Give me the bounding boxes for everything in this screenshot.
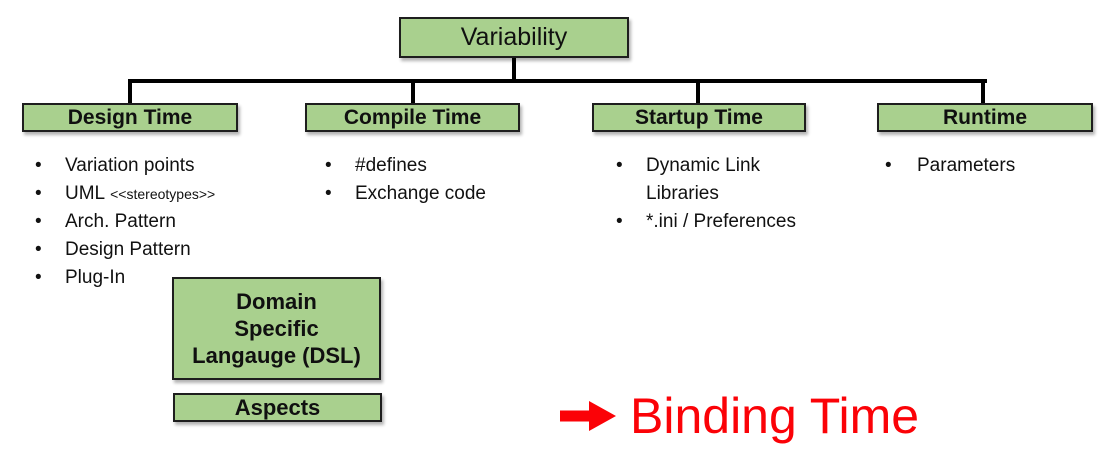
list-item-text: Parameters [917,155,1016,176]
connector-drop-runtime [981,79,985,105]
list-item-text: Design Pattern [65,239,191,260]
list-item-text: Exchange code [355,183,486,204]
list-item: Design Pattern [35,236,290,264]
binding-time-label: Binding Time [630,388,920,444]
variability-label: Variability [460,23,568,51]
binding-time-caption: Binding Time [560,390,919,442]
compile-time-header-label: Compile Time [343,105,482,129]
list-item-text: Dynamic Link Libraries [646,155,761,204]
dsl-box: Domain Specific Langauge (DSL) [172,277,381,380]
list-item: Exchange code [325,180,555,208]
connector-drop-startup-time [696,79,700,105]
connector-horizontal [128,79,987,83]
variability-box: Variability [399,17,629,58]
startup-time-header-label: Startup Time [635,105,763,129]
list-item: Plug-In [35,264,290,292]
bullet-icon [35,264,65,292]
list-item: #defines [325,152,555,180]
design-time-header-box: Design Time [22,103,238,132]
stereotypes-text: <<stereotypes>> [110,186,216,202]
dsl-line-3: Langauge (DSL) [192,343,361,368]
list-item: Arch. Pattern [35,208,290,236]
list-item-text: *.ini / Preferences [646,211,796,232]
list-item-text: UML<<stereotypes>> [65,180,290,208]
compile-time-list: #defines Exchange code [325,152,555,208]
runtime-header-label: Runtime [943,105,1027,129]
startup-time-header-box: Startup Time [592,103,806,132]
aspects-label: Aspects [234,394,321,420]
list-item-text: Arch. Pattern [65,211,176,232]
dsl-line-1: Domain [236,289,317,314]
bullet-icon [325,152,355,180]
bullet-icon [616,152,646,180]
uml-text: UML [65,183,106,204]
right-arrow-icon [560,401,616,431]
bullet-icon [616,208,646,236]
bullet-icon [35,180,65,208]
dsl-line-2: Specific [234,316,319,341]
list-item-text: #defines [355,155,427,176]
list-item-text: Variation points [65,155,195,176]
runtime-header-box: Runtime [877,103,1093,132]
bullet-icon [325,180,355,208]
connector-drop-design-time [128,79,132,105]
list-item: *.ini / Preferences [616,208,811,236]
list-item-text: Plug-In [65,267,126,288]
bullet-icon [35,236,65,264]
bullet-icon [885,152,917,180]
connector-root-stub [512,56,516,81]
startup-time-list: Dynamic Link Libraries *.ini / Preferenc… [616,152,811,236]
bullet-icon [35,208,65,236]
list-item: Parameters [885,152,1085,180]
list-item: UML<<stereotypes>> [35,180,290,208]
compile-time-header-box: Compile Time [305,103,520,132]
design-time-list: Variation points UML<<stereotypes>> Arch… [35,152,290,292]
connector-drop-compile-time [411,79,415,105]
design-time-header-label: Design Time [67,105,193,129]
list-item: Variation points [35,152,290,180]
aspects-box: Aspects [173,393,382,422]
bullet-icon [35,152,65,180]
runtime-list: Parameters [885,152,1085,180]
list-item: Dynamic Link Libraries [616,152,811,208]
